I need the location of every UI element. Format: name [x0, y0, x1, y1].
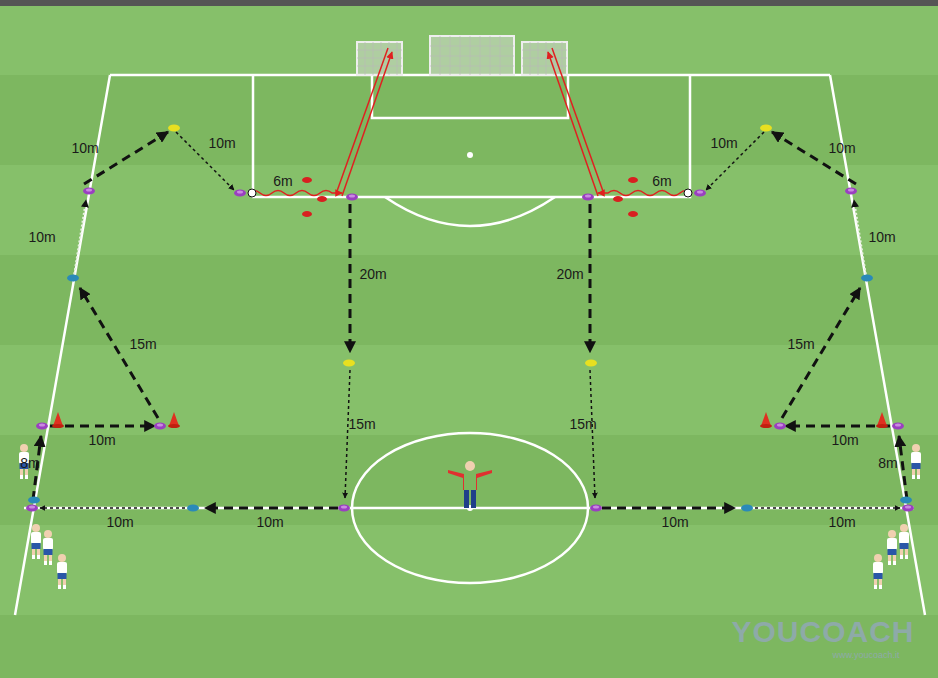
- distance-label: 15m: [569, 417, 596, 431]
- distance-label: 10m: [208, 136, 235, 150]
- distance-label: 10m: [256, 515, 283, 529]
- distance-label: 10m: [828, 141, 855, 155]
- distance-label: 10m: [71, 141, 98, 155]
- distance-label: 10m: [831, 433, 858, 447]
- distance-label: 6m: [652, 174, 671, 188]
- distance-label: 8m: [20, 456, 39, 470]
- watermark: YOUCOACH: [731, 617, 914, 647]
- distance-label: 10m: [868, 230, 895, 244]
- distance-label: 6m: [273, 174, 292, 188]
- distance-label: 10m: [828, 515, 855, 529]
- distance-label: 10m: [710, 136, 737, 150]
- watermark-url: www.youcoach.it: [832, 651, 899, 660]
- distance-label: 10m: [88, 433, 115, 447]
- distance-label: 15m: [787, 337, 814, 351]
- distance-label: 15m: [129, 337, 156, 351]
- distance-label: 8m: [878, 456, 897, 470]
- distance-label: 10m: [106, 515, 133, 529]
- distance-label: 10m: [28, 230, 55, 244]
- distance-label: 10m: [661, 515, 688, 529]
- distance-label: 20m: [556, 267, 583, 281]
- distance-label: 15m: [348, 417, 375, 431]
- distance-label: 20m: [359, 267, 386, 281]
